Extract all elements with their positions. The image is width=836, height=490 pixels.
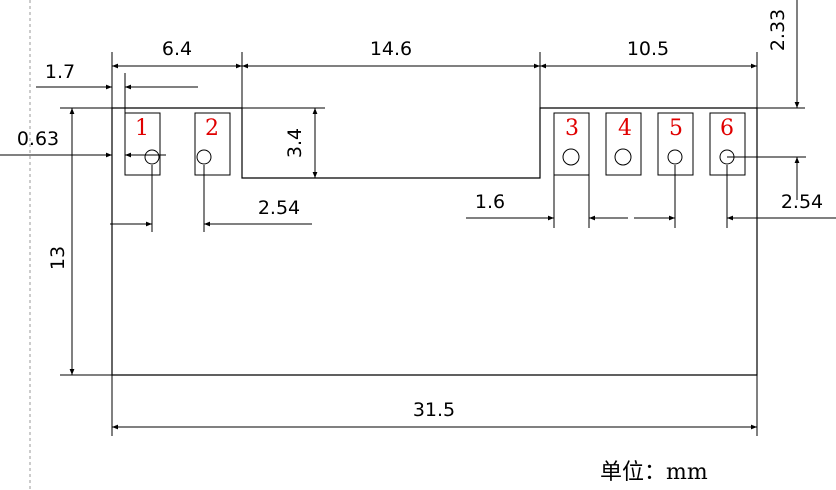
extension-lines [60,52,806,436]
pad-2 [194,112,231,176]
pin-number-group: 1 2 3 4 5 6 [135,116,734,141]
dim-label-14-6: 14.6 [370,38,412,60]
pin-number-6: 6 [720,116,734,141]
dim-label-10-5: 10.5 [627,38,669,60]
dim-label-0-63: 0.63 [17,128,59,150]
dim-label-1-7: 1.7 [45,61,75,83]
pin-number-2: 2 [205,116,219,141]
board-outline [111,107,758,376]
pin-hole-5 [667,149,683,165]
dim-label-13: 13 [47,246,69,270]
pad-3 [553,112,590,176]
pad-4 [605,112,642,176]
dimension-lines [0,0,836,430]
dim-label-2-54-left: 2.54 [258,197,300,219]
pin-number-3: 3 [565,116,579,141]
pin-number-1: 1 [135,116,149,141]
dimension-labels: 6.4 14.6 10.5 1.7 0.63 3.4 2.54 1.6 2.54… [17,9,823,421]
dim-label-1-6: 1.6 [475,191,505,213]
unit-label: 单位：mm [600,460,708,485]
pin-hole-3 [562,148,580,166]
pad-group [124,112,746,176]
pad-1 [124,112,161,176]
pin-number-5: 5 [669,116,683,141]
dim-label-2-33: 2.33 [767,9,789,51]
dim-label-6-4: 6.4 [162,38,192,60]
pin-hole-group [144,148,735,166]
pin-hole-1 [144,149,160,165]
pin-hole-4 [614,148,632,166]
pin-number-4: 4 [618,116,632,141]
dim-label-31-5: 31.5 [413,399,455,421]
dim-label-3-4: 3.4 [284,128,306,158]
pin-hole-2 [196,149,212,165]
dim-label-2-54-right: 2.54 [781,191,823,213]
